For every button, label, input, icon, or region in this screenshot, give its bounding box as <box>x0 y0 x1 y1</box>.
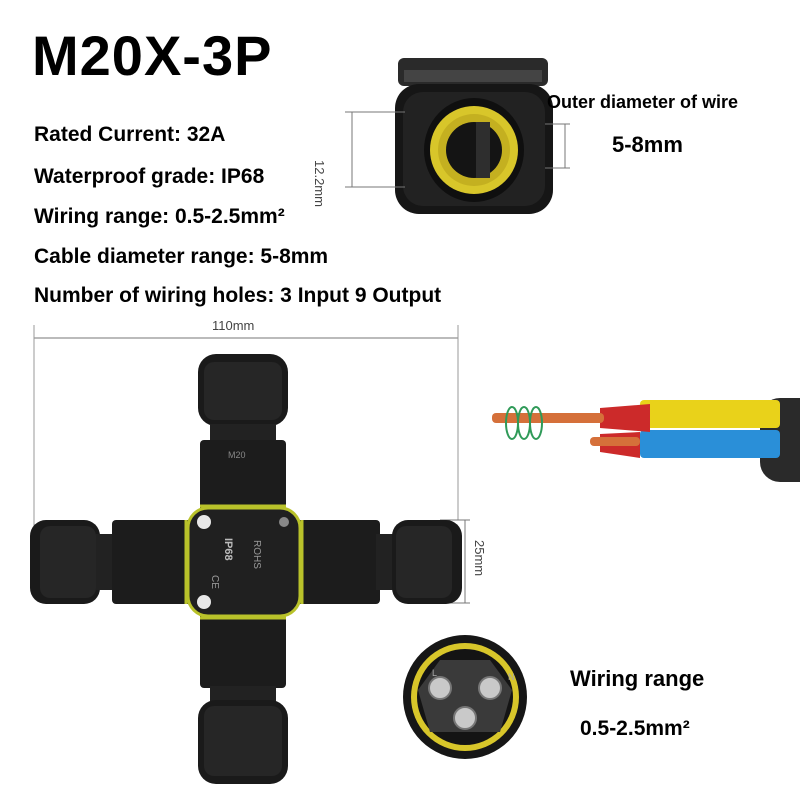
ip68-marking: IP68 <box>222 538 234 561</box>
terminal-l-marking: L <box>432 668 438 678</box>
rohs-marking: ROHS <box>251 540 262 569</box>
ce-marking: CE <box>209 575 220 589</box>
gland-dimension-label: 12.2mm <box>312 160 327 207</box>
spec-rated-current: Rated Current: 32A <box>34 123 226 146</box>
wiring-range-value: 0.5-2.5mm² <box>580 717 690 740</box>
product-title: M20X-3P <box>32 24 273 87</box>
outer-diameter-label: Outer diameter of wire <box>547 92 739 112</box>
cable-gland-end-view <box>345 58 570 214</box>
terminal-n-marking: N <box>508 672 515 682</box>
wire-illustration <box>492 398 800 482</box>
spec-wiring-holes: Number of wiring holes: 3 Input 9 Output <box>34 284 442 307</box>
outer-diameter-value: 5-8mm <box>612 132 683 157</box>
spec-wiring-range: Wiring range: 0.5-2.5mm² <box>34 205 285 228</box>
spec-waterproof-grade: Waterproof grade: IP68 <box>34 165 265 188</box>
cross-connector <box>30 325 470 784</box>
terminal-face-view <box>403 635 527 759</box>
wiring-range-label: Wiring range <box>570 666 705 691</box>
m20-marking: M20 <box>228 450 246 460</box>
height-dimension-label: 25mm <box>472 540 487 577</box>
spec-cable-diameter: Cable diameter range: 5-8mm <box>34 245 329 268</box>
width-dimension-label: 110mm <box>212 318 255 333</box>
